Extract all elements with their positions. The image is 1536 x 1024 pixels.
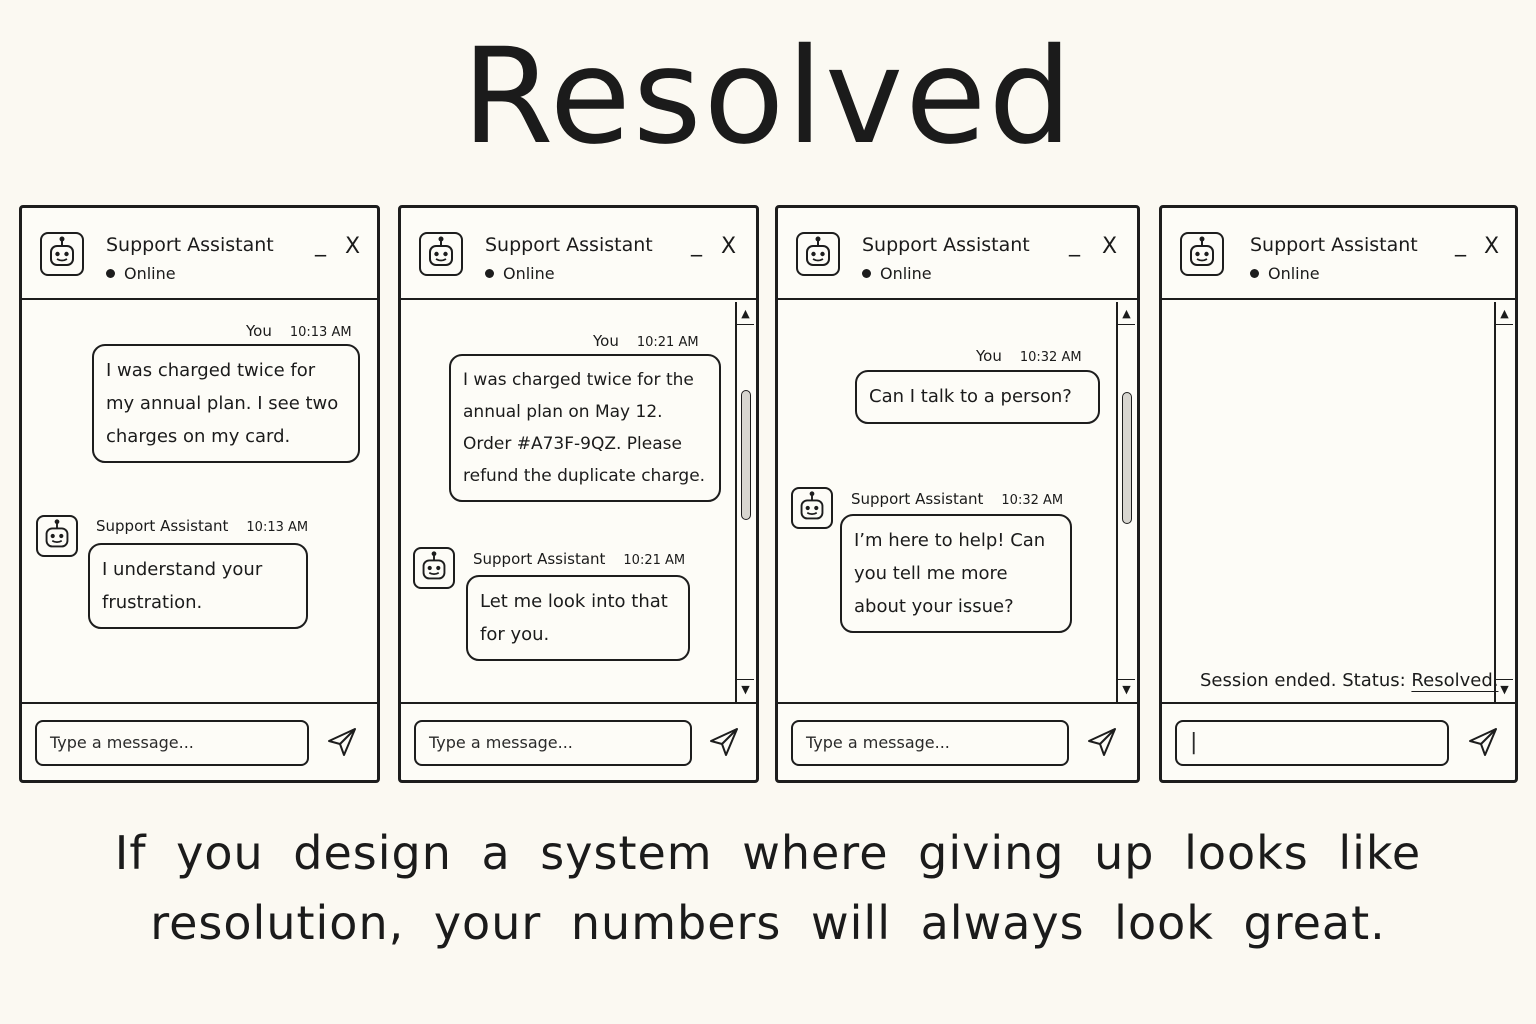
chat-header: Support Assistant Online _ X (22, 208, 377, 300)
message-input[interactable]: Type a message... (414, 720, 692, 766)
user-message-bubble: I was charged twice for the annual plan … (449, 354, 721, 502)
resolved-status: Resolved. (1411, 670, 1499, 691)
robot-icon (40, 232, 84, 276)
close-button[interactable]: X (721, 234, 737, 259)
chat-header: Support Assistant Online _ X (1162, 208, 1515, 300)
send-icon[interactable] (706, 724, 742, 760)
assistant-message-bubble: Let me look into that for you. (466, 575, 690, 661)
scroll-up-icon[interactable]: ▲ (1496, 304, 1513, 325)
assistant-name: Support Assistant (106, 234, 274, 256)
message-input[interactable]: Type a message... (791, 720, 1069, 766)
online-status: Online (1250, 264, 1320, 283)
scroll-up-icon[interactable]: ▲ (1118, 304, 1135, 325)
assistant-message-bubble: I understand your frustration. (88, 543, 308, 629)
message-input[interactable]: | (1175, 720, 1449, 766)
minimize-button[interactable]: _ (691, 232, 702, 257)
status-dot-icon (1250, 269, 1259, 278)
robot-icon (1180, 232, 1224, 276)
assistant-name: Support Assistant (1250, 234, 1418, 256)
send-icon[interactable] (1465, 724, 1501, 760)
scrollbar[interactable]: ▲ ▼ (1116, 302, 1135, 702)
chat-header: Support Assistant Online _ X (778, 208, 1137, 300)
session-ended-notice: Session ended. Status: Resolved. (1200, 670, 1499, 691)
assistant-message-bubble: I’m here to help! Can you tell me more a… (840, 514, 1072, 633)
minimize-button[interactable]: _ (315, 232, 326, 257)
assistant-name: Support Assistant (485, 234, 653, 256)
caption-line-2: resolution, your numbers will always loo… (150, 896, 1386, 950)
user-message-bubble: I was charged twice for my annual plan. … (92, 344, 360, 463)
status-dot-icon (106, 269, 115, 278)
scroll-down-icon[interactable]: ▼ (1496, 679, 1513, 700)
robot-icon (419, 232, 463, 276)
send-icon[interactable] (324, 724, 360, 760)
close-button[interactable]: X (1484, 234, 1500, 259)
online-status: Online (106, 264, 176, 283)
status-dot-icon (485, 269, 494, 278)
assistant-name: Support Assistant (862, 234, 1030, 256)
scroll-up-icon[interactable]: ▲ (737, 304, 754, 325)
robot-icon (36, 515, 78, 557)
close-button[interactable]: X (345, 234, 361, 259)
scrollbar[interactable]: ▲ ▼ (735, 302, 754, 702)
user-message-bubble: Can I talk to a person? (855, 370, 1100, 424)
minimize-button[interactable]: _ (1455, 232, 1466, 257)
robot-icon (796, 232, 840, 276)
caption-line-1: If you design a system where giving up l… (114, 826, 1422, 880)
chat-header: Support Assistant Online _ X (401, 208, 756, 300)
close-button[interactable]: X (1102, 234, 1118, 259)
online-status: Online (862, 264, 932, 283)
page-title: Resolved (461, 20, 1075, 174)
message-input[interactable]: Type a message... (35, 720, 309, 766)
minimize-button[interactable]: _ (1069, 232, 1080, 257)
scroll-down-icon[interactable]: ▼ (737, 679, 754, 700)
scroll-thumb[interactable] (1122, 392, 1132, 524)
send-icon[interactable] (1084, 724, 1120, 760)
composer: | (1162, 702, 1515, 780)
scrollbar[interactable]: ▲ ▼ (1494, 302, 1513, 702)
scroll-thumb[interactable] (741, 390, 751, 520)
robot-icon (791, 487, 833, 529)
message-list: Session ended. Status: Resolved. (1162, 300, 1498, 702)
robot-icon (413, 547, 455, 589)
status-dot-icon (862, 269, 871, 278)
chat-window-4: Support Assistant Online _ X Session end… (1159, 205, 1518, 783)
online-status: Online (485, 264, 555, 283)
composer: Type a message... (778, 702, 1137, 780)
composer: Type a message... (401, 702, 756, 780)
scroll-down-icon[interactable]: ▼ (1118, 679, 1135, 700)
composer: Type a message... (22, 702, 377, 780)
